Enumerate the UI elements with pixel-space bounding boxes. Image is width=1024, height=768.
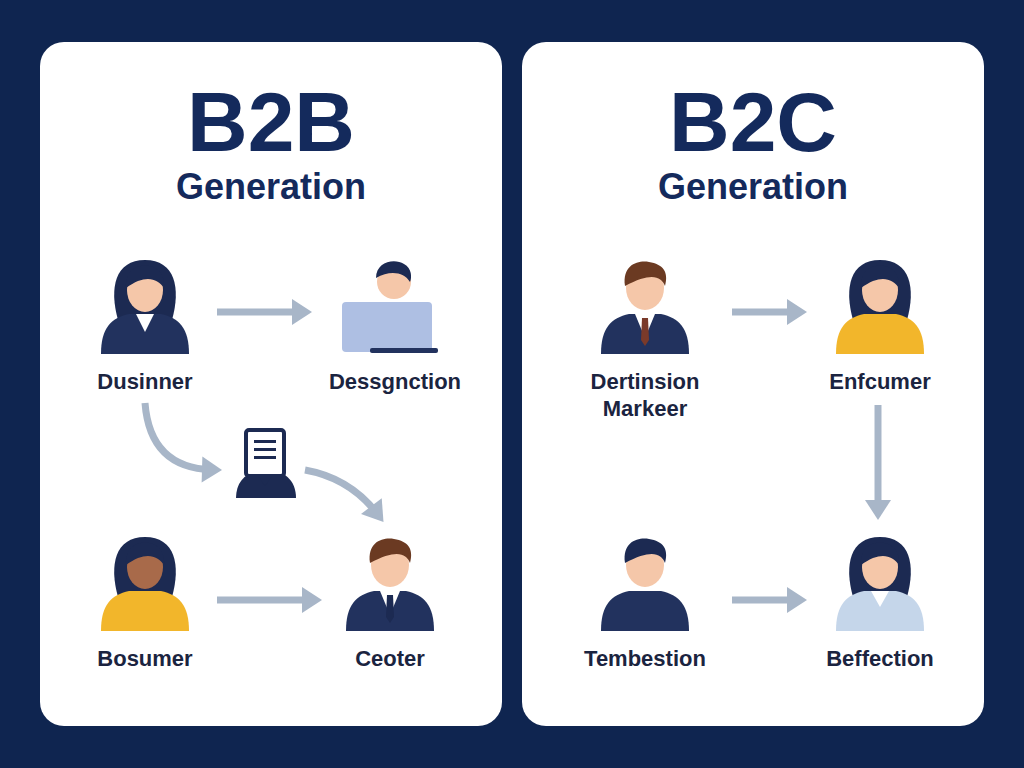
woman-icon — [101, 537, 189, 631]
panel-subtitle: Generation — [522, 169, 984, 205]
document-icon — [236, 430, 296, 498]
arrow-head — [787, 587, 807, 613]
flow-arrow — [865, 405, 891, 520]
arrow-line — [217, 309, 302, 316]
flow-arrow — [217, 587, 322, 613]
arrow-head — [787, 299, 807, 325]
flow-arrow — [145, 403, 384, 522]
arrow-head — [292, 299, 312, 325]
arrow-head — [202, 456, 222, 482]
woman-icon — [836, 537, 924, 631]
panel-title: B2B — [40, 80, 502, 164]
flow-arrow — [732, 587, 807, 613]
arrow-head — [302, 587, 322, 613]
arrow-line — [305, 470, 377, 514]
flow-arrow — [217, 299, 312, 325]
person-label: Dusinner — [97, 368, 192, 395]
arrow-line — [875, 405, 882, 510]
woman-icon — [836, 260, 924, 354]
person-label: Dertinsion Markeer — [565, 368, 725, 422]
person-label: Tembestion — [584, 645, 706, 672]
man-icon — [346, 539, 434, 631]
arrow-head — [865, 500, 891, 520]
woman-icon — [101, 260, 189, 354]
panel-subtitle: Generation — [40, 169, 502, 205]
man-icon — [601, 539, 689, 631]
arrow-line — [145, 403, 212, 470]
person-label: Enfcumer — [829, 368, 930, 395]
arrow-head — [361, 498, 383, 522]
laptop-person-icon — [342, 261, 438, 353]
person-label: Dessgnction — [329, 368, 461, 395]
arrow-line — [217, 597, 312, 604]
person-label: Bosumer — [97, 645, 192, 672]
person-label: Beffection — [826, 645, 934, 672]
flow-arrow — [732, 299, 807, 325]
man-icon — [601, 262, 689, 354]
person-label: Ceoter — [355, 645, 425, 672]
panel-title: B2C — [522, 80, 984, 164]
